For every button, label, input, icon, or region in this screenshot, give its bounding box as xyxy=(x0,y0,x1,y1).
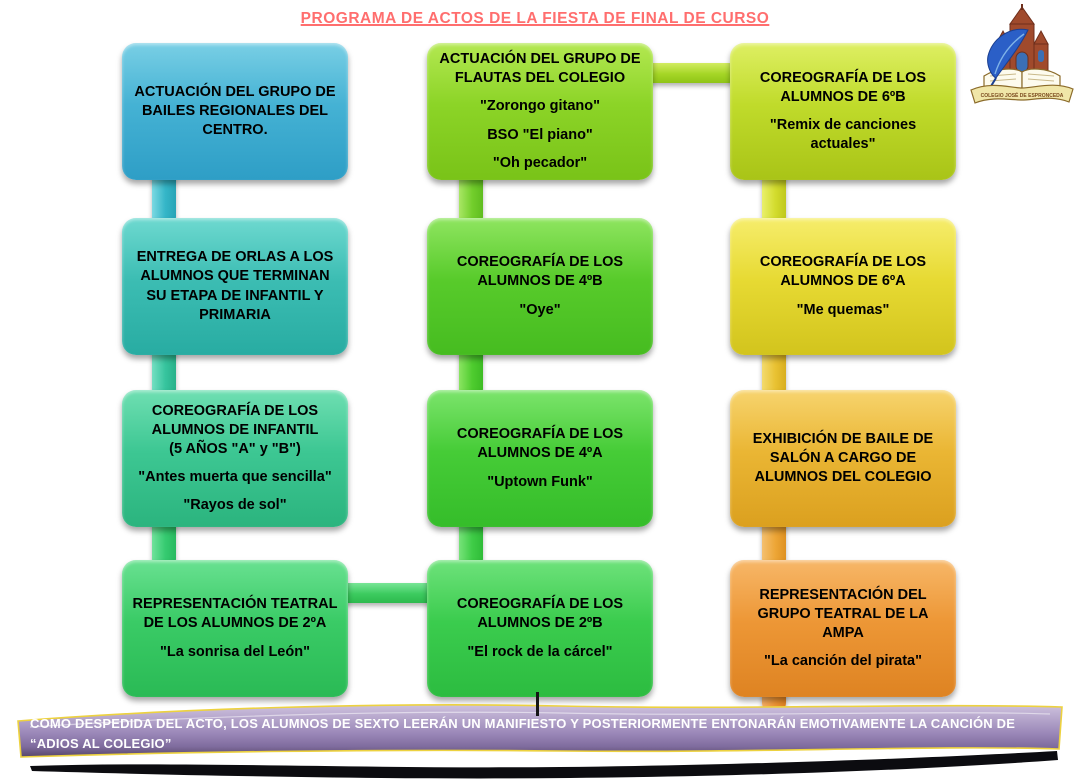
song-title: BSO "El piano" xyxy=(487,126,593,143)
connector-row1-col2-col3 xyxy=(642,63,738,83)
song-title: "Oh pecador" xyxy=(492,154,588,171)
step-heading: REPRESENTACIÓN TEATRAL DE LOS ALUMNOS DE… xyxy=(132,596,338,632)
program-step-coreografia-4a: COREOGRAFÍA DE LOS ALUMNOS DE 4ºA "Uptow… xyxy=(427,390,653,527)
program-step-coreografia-2b: COREOGRAFÍA DE LOS ALUMNOS DE 2ºB "El ro… xyxy=(427,560,653,697)
ribbon-banner-icon: COLEGIO JOSÉ DE ESPRONCEDA xyxy=(970,84,1074,104)
program-step-flautas: ACTUACIÓN DEL GRUPO DE FLAUTAS DEL COLEG… xyxy=(427,43,653,180)
program-step-teatro-2a: REPRESENTACIÓN TEATRAL DE LOS ALUMNOS DE… xyxy=(122,560,348,697)
program-step-coreografia-4b: COREOGRAFÍA DE LOS ALUMNOS DE 4ºB "Oye" xyxy=(427,218,653,355)
step-heading: COREOGRAFÍA DE LOS ALUMNOS DE 4ºA xyxy=(456,426,624,462)
step-heading: ENTREGA DE ORLAS A LOS ALUMNOS QUE TERMI… xyxy=(136,249,334,323)
song-title: "Remix de canciones actuales" xyxy=(769,117,917,153)
step-heading: EXHIBICIÓN DE BAILE DE SALÓN A CARGO DE … xyxy=(752,430,934,486)
song-title: "La canción del pirata" xyxy=(764,653,922,670)
banner-shape xyxy=(17,704,1063,758)
page-title: PROGRAMA DE ACTOS DE LA FIESTA DE FINAL … xyxy=(300,10,770,27)
program-step-bailes-regionales: ACTUACIÓN DEL GRUPO DE BAILES REGIONALES… xyxy=(122,43,348,180)
song-title: "Antes muerta que sencilla" xyxy=(138,469,332,486)
banner-anchor-line xyxy=(536,692,539,716)
program-step-coreografia-6b: COREOGRAFÍA DE LOS ALUMNOS DE 6ºB "Remix… xyxy=(730,43,956,180)
song-title: "La sonrisa del León" xyxy=(160,643,310,660)
school-crest-logo: COLEGIO JOSÉ DE ESPRONCEDA xyxy=(970,4,1074,104)
closing-note-line2: “ADIOS AL COLEGIO” xyxy=(30,736,172,752)
program-step-coreografia-6a: COREOGRAFÍA DE LOS ALUMNOS DE 6ºA "Me qu… xyxy=(730,218,956,355)
banner-shadow xyxy=(30,751,1058,779)
step-heading: ACTUACIÓN DEL GRUPO DE FLAUTAS DEL COLEG… xyxy=(439,51,641,87)
step-heading: COREOGRAFÍA DE LOS ALUMNOS DE INFANTIL (… xyxy=(151,402,319,457)
step-heading: REPRESENTACIÓN DEL GRUPO TEATRAL DE LA A… xyxy=(757,586,929,641)
ribbon-text: COLEGIO JOSÉ DE ESPRONCEDA xyxy=(981,91,1064,99)
banner-highlight xyxy=(29,711,1051,728)
program-step-baile-salon: EXHIBICIÓN DE BAILE DE SALÓN A CARGO DE … xyxy=(730,390,956,527)
song-title: "El rock de la cárcel" xyxy=(467,643,613,660)
song-title: "Uptown Funk" xyxy=(487,473,593,490)
step-heading: COREOGRAFÍA DE LOS ALUMNOS DE 6ºB xyxy=(759,69,927,105)
step-heading: COREOGRAFÍA DE LOS ALUMNOS DE 2ºB xyxy=(456,596,624,632)
closing-note-line1: COMO DESPEDIDA DEL ACTO, LOS ALUMNOS DE … xyxy=(30,716,1016,731)
closing-banner-ribbon xyxy=(17,704,1063,779)
step-heading: COREOGRAFÍA DE LOS ALUMNOS DE 6ºA xyxy=(759,254,927,290)
connector-row4-col1-col2 xyxy=(338,583,436,603)
program-step-entrega-orlas: ENTREGA DE ORLAS A LOS ALUMNOS QUE TERMI… xyxy=(122,218,348,355)
program-step-coreografia-infantil: COREOGRAFÍA DE LOS ALUMNOS DE INFANTIL (… xyxy=(122,390,348,527)
song-title: "Rayos de sol" xyxy=(183,497,287,514)
song-title: "Me quemas" xyxy=(796,301,890,318)
song-title: "Zorongo gitano" xyxy=(479,98,601,115)
step-heading: ACTUACIÓN DEL GRUPO DE BAILES REGIONALES… xyxy=(134,83,336,139)
song-title: "Oye" xyxy=(519,301,561,318)
program-step-teatro-ampa: REPRESENTACIÓN DEL GRUPO TEATRAL DE LA A… xyxy=(730,560,956,697)
step-heading: COREOGRAFÍA DE LOS ALUMNOS DE 4ºB xyxy=(456,254,624,290)
closing-note: COMO DESPEDIDA DEL ACTO, LOS ALUMNOS DE … xyxy=(30,714,1040,754)
